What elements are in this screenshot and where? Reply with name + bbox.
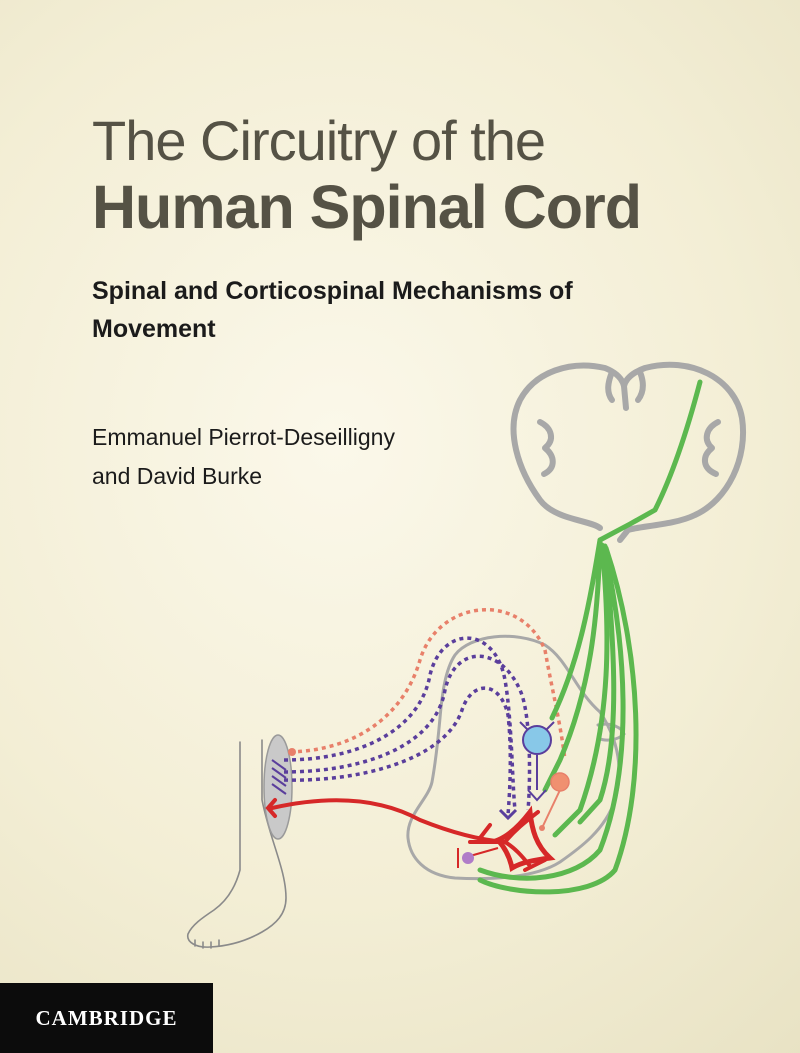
motoneuron-icon	[519, 721, 555, 802]
corticospinal-tract	[477, 379, 703, 895]
afferent-ending-purple	[498, 808, 518, 821]
leg-foot-icon	[186, 739, 287, 949]
afferent-pathways	[283, 607, 567, 816]
afferent-ending-orange	[288, 748, 296, 756]
author-line-1: Emmanuel Pierrot-Deseilligny	[92, 424, 395, 450]
title-line-2: Human Spinal Cord	[92, 173, 642, 241]
authors: Emmanuel Pierrot-Deseilligny and David B…	[92, 418, 562, 496]
muscle-icon	[263, 734, 293, 840]
interneuron-icon	[457, 772, 570, 868]
publisher-logo: CAMBRIDGE	[0, 983, 213, 1053]
subtitle: Spinal and Corticospinal Mechanisms of M…	[92, 277, 573, 343]
muscle-spindle-icon	[271, 759, 287, 795]
title-line-1: The Circuitry of the	[92, 109, 546, 172]
spinal-cord-section-icon	[406, 634, 626, 881]
author-line-2: and David Burke	[92, 463, 263, 489]
alpha-motoneuron-soma	[493, 805, 556, 872]
brain-cross-section-icon	[510, 361, 746, 543]
